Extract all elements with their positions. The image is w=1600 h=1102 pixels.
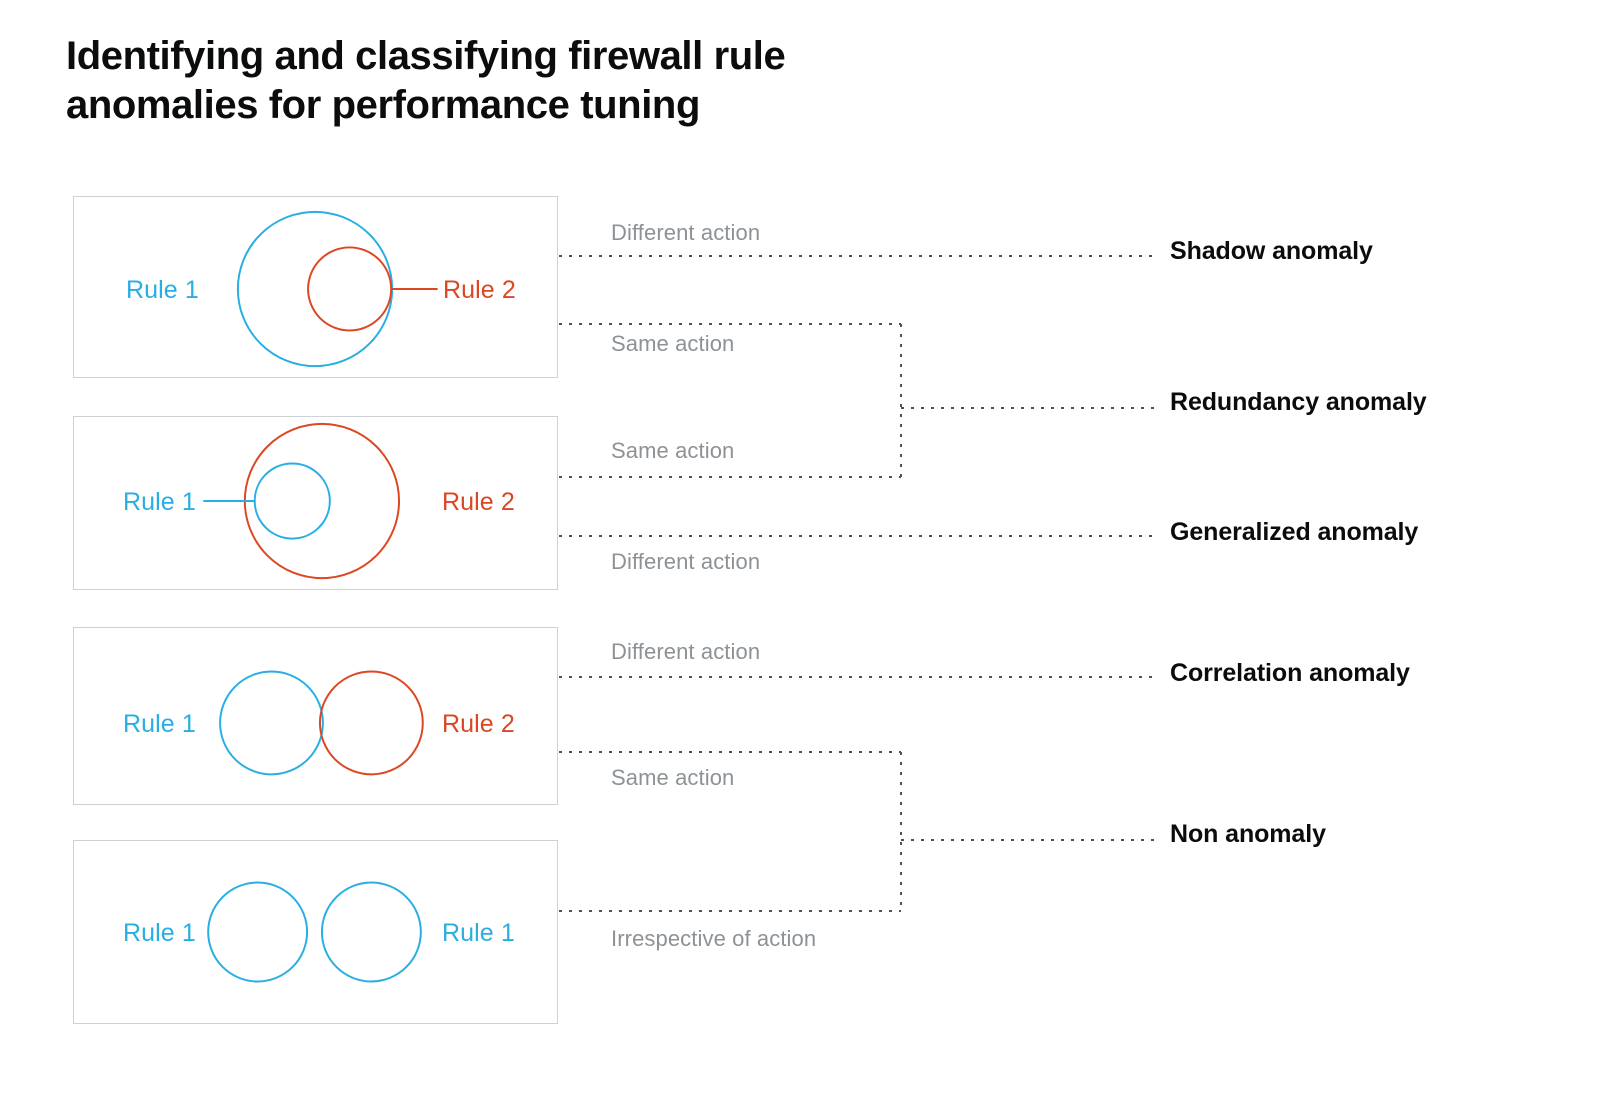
action-label-irrespective: Irrespective of action bbox=[611, 926, 817, 951]
rule2-label: Rule 2 bbox=[443, 276, 516, 304]
venn-diagram-generalized bbox=[203, 422, 401, 580]
rule1-circle-right bbox=[320, 881, 422, 983]
venn-box-correlation: Rule 1 Rule 2 bbox=[73, 627, 558, 805]
action-label-same-1: Same action bbox=[611, 331, 735, 356]
rule1-circle bbox=[236, 210, 394, 368]
rule2-label: Rule 2 bbox=[442, 710, 515, 738]
venn-diagram-non-anomaly bbox=[207, 881, 422, 983]
action-label-different-3: Different action bbox=[611, 639, 761, 664]
venn-diagram-shadow bbox=[236, 210, 438, 368]
rule1-circle bbox=[219, 670, 324, 776]
rule1-label: Rule 1 bbox=[123, 488, 196, 516]
anomaly-label-correlation: Correlation anomaly bbox=[1170, 659, 1410, 687]
rule2-circle bbox=[307, 246, 393, 332]
venn-diagram-correlation bbox=[219, 670, 424, 776]
rule1-label-left: Rule 1 bbox=[123, 919, 196, 947]
venn-box-non-anomaly: Rule 1 Rule 1 bbox=[73, 840, 558, 1024]
rule1-circle bbox=[253, 462, 331, 540]
venn-box-generalized: Rule 1 Rule 2 bbox=[73, 416, 558, 590]
action-label-different-2: Different action bbox=[611, 549, 761, 574]
action-label-different-1: Different action bbox=[611, 220, 761, 245]
action-label-same-3: Same action bbox=[611, 765, 735, 790]
action-label-same-2: Same action bbox=[611, 438, 735, 463]
rule1-label: Rule 1 bbox=[126, 276, 199, 304]
anomaly-label-redundancy: Redundancy anomaly bbox=[1170, 388, 1427, 416]
venn-box-shadow: Rule 1 Rule 2 bbox=[73, 196, 558, 378]
anomaly-label-shadow: Shadow anomaly bbox=[1170, 237, 1373, 265]
rule1-label: Rule 1 bbox=[123, 710, 196, 738]
anomaly-label-generalized: Generalized anomaly bbox=[1170, 518, 1419, 546]
rule2-circle bbox=[318, 670, 424, 776]
page-title: Identifying and classifying firewall rul… bbox=[66, 34, 786, 127]
rule2-circle bbox=[243, 422, 401, 580]
rule1-label-right: Rule 1 bbox=[442, 919, 515, 947]
anomaly-label-non-anomaly: Non anomaly bbox=[1170, 820, 1326, 848]
rule1-circle-left bbox=[207, 881, 309, 983]
rule2-label: Rule 2 bbox=[442, 488, 515, 516]
